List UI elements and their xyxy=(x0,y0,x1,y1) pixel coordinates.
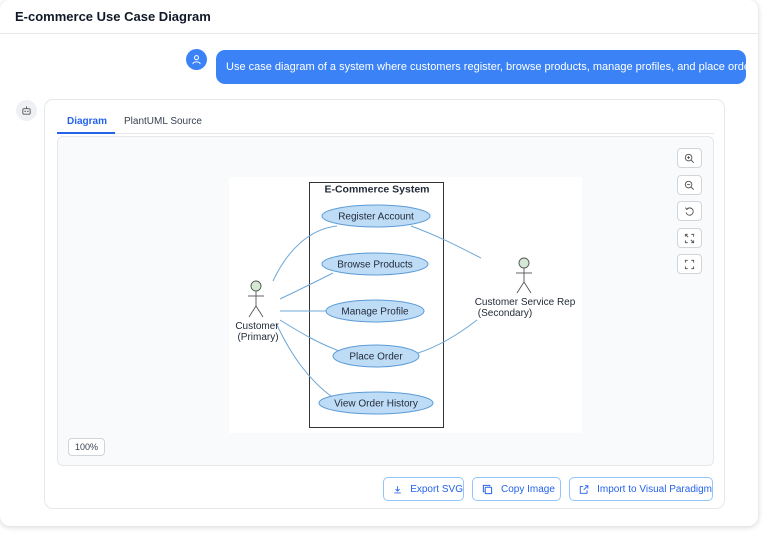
reset-icon xyxy=(685,206,694,216)
edge-rep-register xyxy=(410,225,482,259)
tab-plantuml-source[interactable]: PlantUML Source xyxy=(124,116,202,127)
tab-bar: Diagram PlantUML Source xyxy=(57,110,714,134)
use-case-place-order-label: Place Order xyxy=(349,352,403,363)
user-message: Use case diagram of a system where custo… xyxy=(216,50,758,84)
actor-customer-service-rep-role: (Secondary) xyxy=(478,308,532,319)
page-title: E-commerce Use Case Diagram xyxy=(15,9,211,24)
export-svg-button[interactable]: Export SVG xyxy=(383,477,464,501)
edge-customer-history xyxy=(275,322,336,400)
copy-image-button[interactable]: Copy Image xyxy=(472,477,561,501)
actor-customer-service-rep xyxy=(516,257,532,294)
robot-icon xyxy=(22,106,31,115)
actor-customer-role: (Primary) xyxy=(237,332,278,343)
zoom-out-button[interactable] xyxy=(677,175,702,195)
external-link-icon xyxy=(579,484,589,494)
fit-icon xyxy=(684,233,695,243)
zoom-out-icon xyxy=(684,180,694,190)
edge-rep-order xyxy=(417,319,478,354)
user-avatar xyxy=(186,49,207,70)
tab-diagram[interactable]: Diagram xyxy=(67,116,108,127)
diagram-image: E-Commerce System Register Account Brows… xyxy=(229,177,582,433)
download-icon xyxy=(394,485,401,493)
use-case-view-order-history xyxy=(318,391,434,415)
fullscreen-button[interactable] xyxy=(677,254,702,274)
fullscreen-icon xyxy=(684,259,695,269)
actor-customer-service-rep-label: Customer Service Rep xyxy=(475,297,576,308)
use-case-browse-products xyxy=(321,252,429,276)
diagram-card: Diagram PlantUML Source E-Commerce Syste… xyxy=(44,99,725,509)
use-case-diagram: E-Commerce System Register Account Brows… xyxy=(235,182,576,428)
export-svg-label: Export SVG xyxy=(410,483,463,495)
copy-icon xyxy=(482,484,493,494)
use-case-register-account-label: Register Account xyxy=(338,212,414,223)
reset-view-button[interactable] xyxy=(677,201,702,221)
import-visual-paradigm-label: Import to Visual Paradigm xyxy=(597,483,712,495)
use-case-manage-profile-label: Manage Profile xyxy=(341,307,409,318)
edge-customer-browse xyxy=(279,272,334,300)
use-case-view-order-history-label: View Order History xyxy=(334,399,418,410)
zoom-in-icon xyxy=(684,153,694,163)
diagram-canvas[interactable]: E-Commerce System Register Account Brows… xyxy=(57,136,714,466)
use-case-browse-products-label: Browse Products xyxy=(337,260,413,271)
active-tab-indicator xyxy=(57,132,115,134)
action-bar: Export SVG Copy Image Import to Visual P… xyxy=(45,477,726,501)
use-case-register-account xyxy=(321,204,431,228)
actor-customer xyxy=(248,280,264,318)
edge-customer-register xyxy=(272,225,338,282)
zoom-in-button[interactable] xyxy=(677,148,702,168)
use-case-manage-profile xyxy=(325,299,425,323)
zoom-level-badge: 100% xyxy=(68,438,106,456)
header-bar: E-commerce Use Case Diagram xyxy=(0,0,758,34)
user-icon xyxy=(192,55,201,65)
copy-image-label: Copy Image xyxy=(501,483,555,495)
use-case-place-order xyxy=(332,344,420,368)
actor-customer-label: Customer xyxy=(235,321,279,332)
bot-avatar xyxy=(16,100,37,121)
app-window: E-commerce Use Case Diagram Use case dia… xyxy=(0,0,758,509)
fit-view-button[interactable] xyxy=(677,228,702,248)
import-visual-paradigm-button[interactable]: Import to Visual Paradigm xyxy=(569,477,713,501)
system-title: E-Commerce System xyxy=(324,184,429,196)
